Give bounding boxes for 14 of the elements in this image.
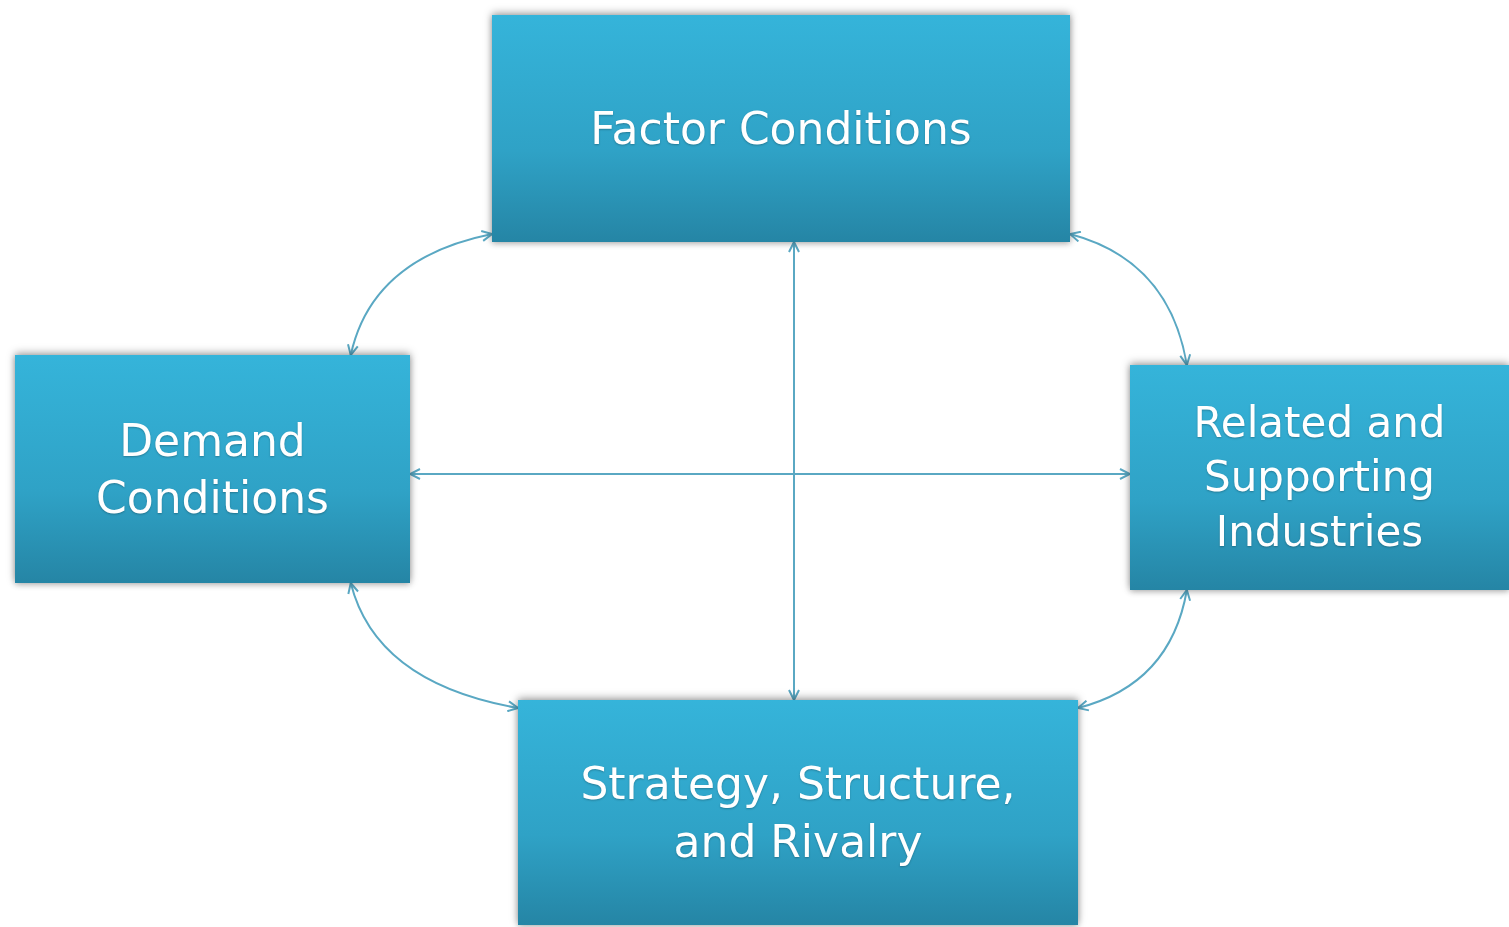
- double-arrow: [347, 230, 493, 356]
- box-label: Factor Conditions: [590, 101, 972, 156]
- box-label: Strategy, Structure, and Rivalry: [579, 757, 1017, 869]
- double-arrow: [1077, 589, 1191, 711]
- box-label: Related and Supporting Industries: [1192, 396, 1447, 558]
- factor-box: [518, 700, 1078, 925]
- double-arrow: [788, 241, 800, 701]
- double-arrow: [1069, 231, 1191, 366]
- double-arrow: [409, 468, 1131, 480]
- double-arrow: [347, 582, 519, 712]
- factor-box: [492, 15, 1070, 242]
- factor-box: [1130, 365, 1509, 590]
- box-label: Demand Conditions: [95, 413, 330, 525]
- factor-box: [15, 355, 410, 583]
